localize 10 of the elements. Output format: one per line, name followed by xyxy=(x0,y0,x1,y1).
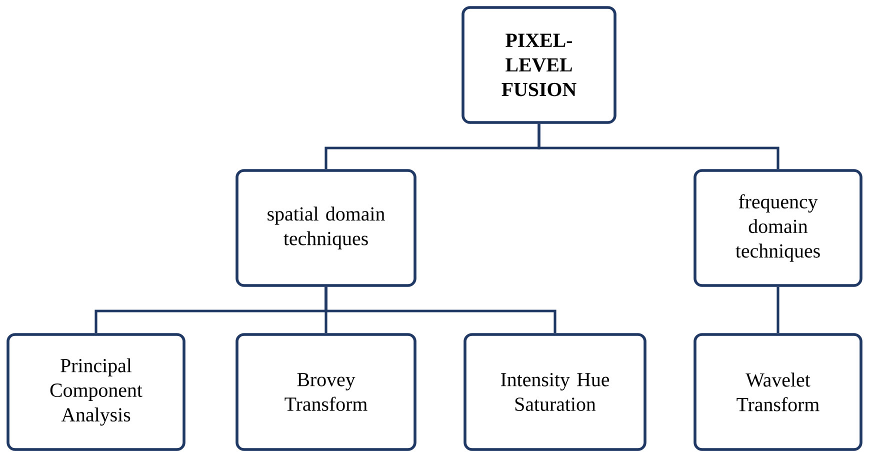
process-box: Brovey Transform xyxy=(236,333,416,451)
process-box: Wavelet Transform xyxy=(694,333,862,451)
process-box: PIXEL-LEVEL FUSION xyxy=(462,6,616,124)
connector-line xyxy=(324,286,556,334)
process-box: Intensity Hue Saturation xyxy=(464,333,646,451)
process-box: frequency domain techniques xyxy=(694,169,862,287)
connector-line xyxy=(776,286,780,334)
process-box: spatial domain techniques xyxy=(236,169,416,287)
process-box: Principal Component Analysis xyxy=(6,333,186,451)
connector-line xyxy=(538,124,780,170)
